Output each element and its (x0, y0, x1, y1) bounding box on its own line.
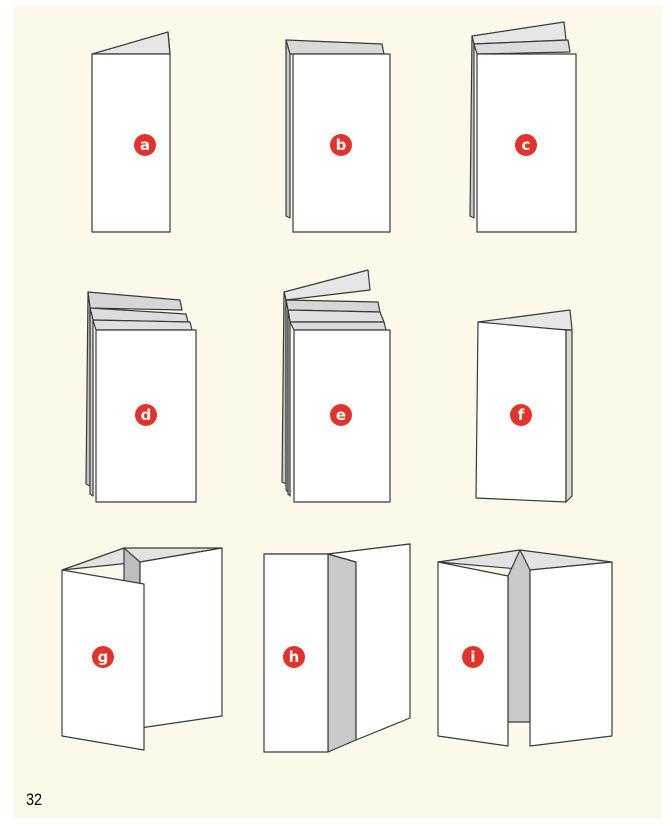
badge-c: c (515, 134, 537, 156)
badge-label-e: e (336, 406, 346, 424)
badge-h: h (283, 646, 305, 668)
page-number: 32 (26, 790, 42, 810)
fold-i-illustration (438, 550, 612, 746)
badge-label-g: g (98, 648, 109, 666)
badge-i: i (462, 646, 484, 668)
fold-a-illustration (92, 32, 170, 232)
fold-g-illustration (62, 548, 222, 750)
badge-b: b (330, 134, 352, 156)
badge-label-h: h (289, 648, 300, 666)
badge-e: e (330, 404, 352, 426)
fold-h-illustration (264, 544, 410, 752)
badge-a: a (134, 134, 156, 156)
badge-label-i: i (470, 648, 475, 666)
badge-label-d: d (141, 406, 152, 424)
badge-label-b: b (336, 136, 347, 154)
badge-label-a: a (140, 136, 150, 154)
fold-c-illustration (470, 22, 576, 232)
badge-g: g (92, 646, 114, 668)
fold-d-illustration (86, 292, 196, 502)
fold-e-illustration (282, 270, 390, 502)
badge-label-c: c (522, 136, 531, 154)
badge-d: d (135, 404, 157, 426)
badge-f: f (510, 404, 532, 426)
badge-label-f: f (518, 406, 525, 424)
